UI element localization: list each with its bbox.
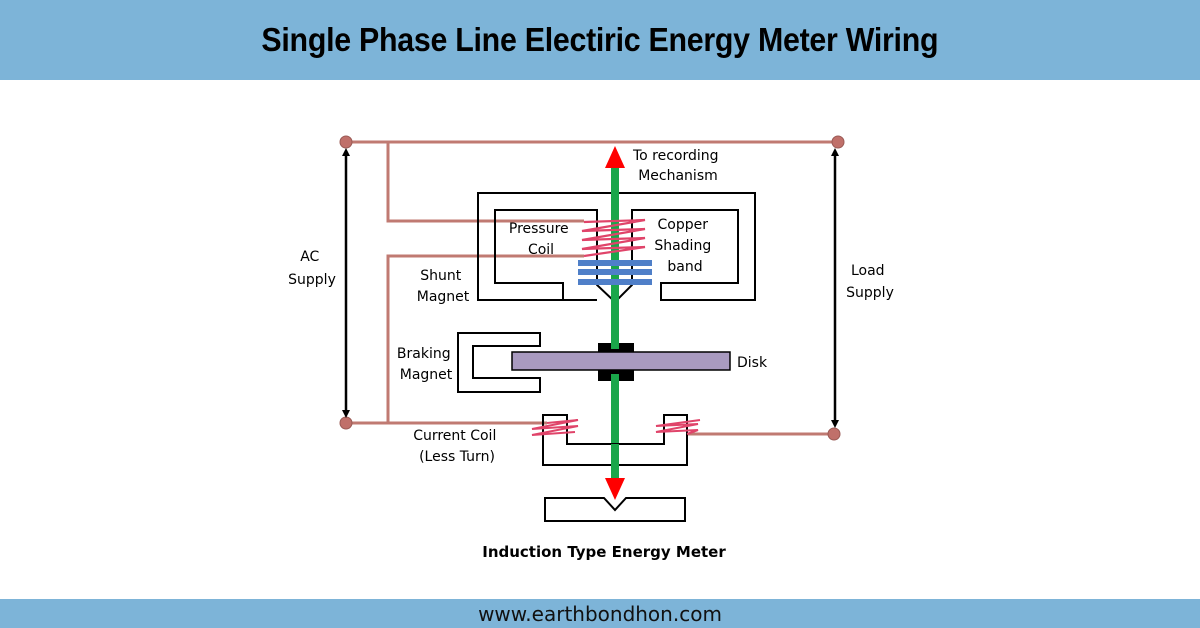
recording-mechanism-base — [544, 497, 686, 522]
shaft-arrow-up-icon — [605, 146, 625, 168]
shaft-through-disk — [611, 343, 619, 349]
rotating-shaft — [611, 168, 619, 480]
load-supply-label: Load Supply — [846, 263, 894, 301]
disk-label: Disk — [737, 355, 768, 371]
pressure-coil-wire-top — [386, 142, 584, 223]
header-banner: Single Phase Line Electiric Energy Meter… — [0, 0, 1200, 80]
terminal-load-top[interactable] — [831, 135, 845, 149]
pressure-coil — [581, 218, 646, 258]
terminal-load-bottom[interactable] — [827, 427, 841, 441]
shaft-arrow-down-icon — [605, 478, 625, 500]
terminal-ac-top[interactable] — [339, 135, 353, 149]
shunt-magnet-label: Shunt Magnet — [417, 268, 470, 305]
wiring — [346, 140, 838, 436]
shaft-through-disk-lower — [611, 374, 619, 381]
current-coil-label: Current Coil (Less Turn) — [413, 428, 501, 465]
current-coil-magnet — [542, 414, 688, 466]
copper-shading-band — [578, 260, 652, 285]
diagram-caption: Induction Type Energy Meter — [482, 543, 726, 561]
current-coil-left — [531, 419, 579, 436]
pressure-coil-label: Pressure Coil — [509, 221, 573, 258]
ac-supply-label: AC Supply — [288, 249, 336, 288]
terminal-ac-bottom[interactable] — [339, 416, 353, 430]
copper-shading-band-label: Copper Shading band — [654, 217, 715, 275]
footer-banner: www.earthbondhon.com — [0, 599, 1200, 628]
braking-magnet-label: Braking Magnet — [397, 346, 455, 383]
page-title: Single Phase Line Electiric Energy Meter… — [261, 21, 939, 58]
pressure-coil-wire-bottom — [386, 254, 584, 423]
braking-magnet — [457, 332, 541, 393]
terminals — [339, 135, 845, 441]
disk — [511, 351, 731, 371]
website-link[interactable]: www.earthbondhon.com — [478, 601, 722, 626]
shunt-magnet — [477, 192, 756, 304]
recording-mechanism-label: To recording Mechanism — [632, 148, 723, 184]
current-coil-right — [655, 419, 701, 435]
